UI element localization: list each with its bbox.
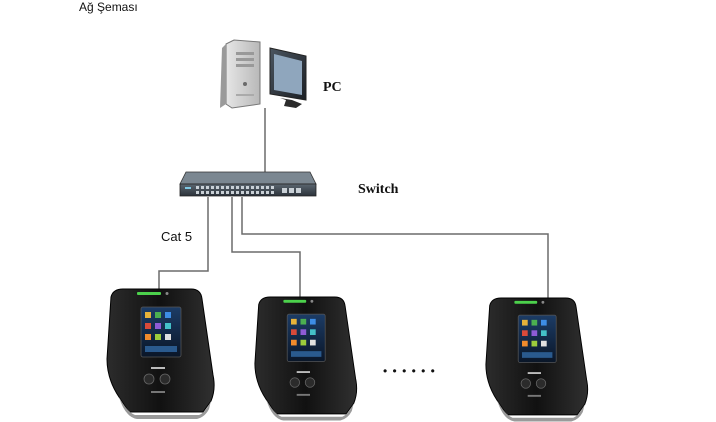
pc-icon xyxy=(220,39,307,109)
switch-label: Switch xyxy=(358,182,399,197)
more-devices-ellipsis: • • • • • • xyxy=(383,364,436,378)
cable-device-1 xyxy=(158,197,209,290)
terminal-device-2 xyxy=(254,296,358,421)
cable-device-2 xyxy=(231,197,301,298)
network-switch-icon xyxy=(179,171,317,197)
pc-label: PC xyxy=(323,80,342,95)
diagram-title: Ağ Şeması xyxy=(79,0,138,14)
cable-label: Cat 5 xyxy=(161,229,192,244)
cable-device-3 xyxy=(241,197,549,300)
terminal-device-3 xyxy=(485,297,589,422)
terminal-device-1 xyxy=(106,288,215,420)
